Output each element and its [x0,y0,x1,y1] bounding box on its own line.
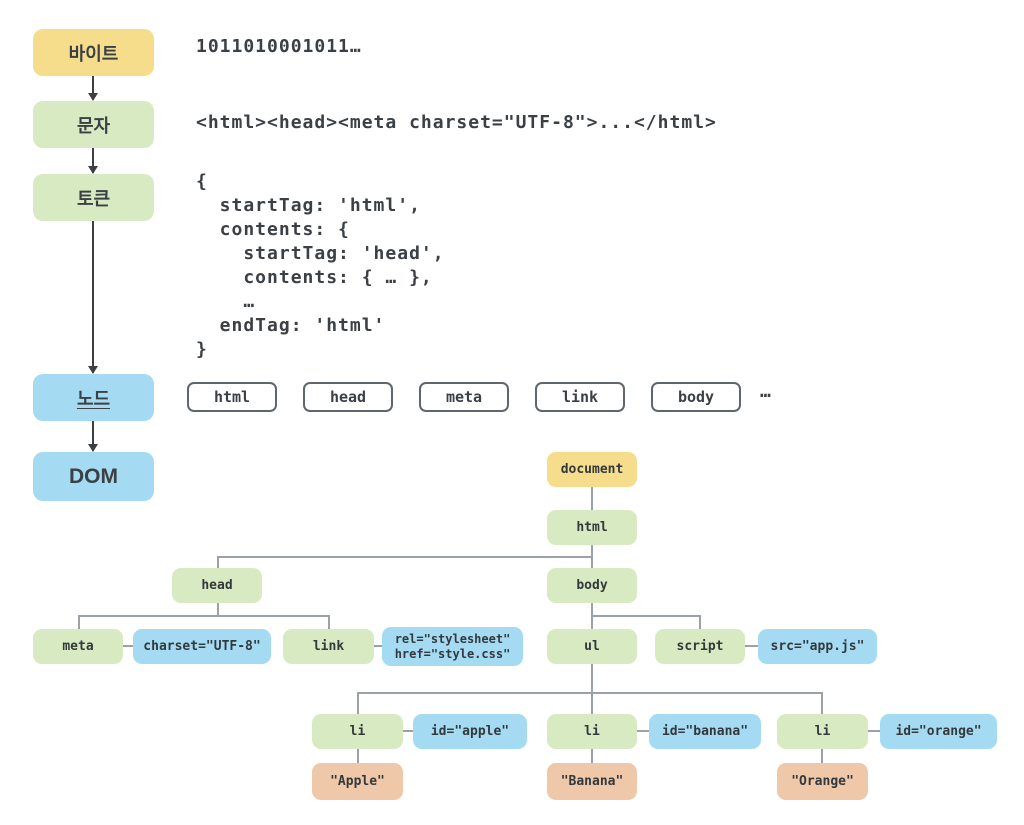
connector-li1-id [403,730,413,732]
connector-branch-li1 [357,692,359,714]
stage-nodes-box: 노드 [33,374,154,421]
tree-attr-id-banana: id="banana" [649,714,761,749]
tree-node-head: head [172,568,262,603]
connector-branch-head [217,556,219,568]
stage-nodes-label: 노드 [76,388,111,409]
connector-li3-text [821,749,823,763]
connector-branch-li2 [591,692,593,714]
tree-attr-rel: rel="stylesheet" [394,631,511,646]
connector-li2-text [591,749,593,763]
tree-node-ul: ul [547,629,637,664]
tree-node-script: script [655,629,745,664]
node-chip-body: body [651,382,741,412]
connector-head-branch [78,615,330,617]
connector-branch-link [328,615,330,629]
tree-node-link: link [283,629,374,664]
tree-text-banana: "Banana" [547,763,637,800]
connector-branch-meta [78,615,80,629]
arrow-nodes-to-dom [88,421,98,452]
connector-script-src [745,645,758,647]
tree-node-li-banana: li [547,714,637,749]
node-chip-head: head [303,382,393,412]
connector-link-rel [374,645,382,647]
tree-attr-rel-href: rel="stylesheet" href="style.css" [382,627,523,666]
connector-li3-id [868,730,880,732]
connector-branch-li3 [821,692,823,714]
stage-characters-box: 문자 [33,101,154,148]
character-stream-text: <html><head><meta charset="UTF-8">...</h… [196,112,717,133]
stage-bytes-box: 바이트 [33,29,154,76]
node-chip-meta: meta [419,382,509,412]
tree-node-li-apple: li [312,714,403,749]
connector-ul-branch [357,692,823,694]
connector-meta-charset [123,645,133,647]
tree-node-li-orange: li [777,714,868,749]
connector-li1-text [357,749,359,763]
tree-node-body: body [547,568,637,603]
connector-branch-script [699,615,701,629]
connector-html-branch [217,556,593,558]
connector-li2-id [637,730,649,732]
bytes-stream-text: 1011010001011… [196,36,362,57]
tree-attr-href: href="style.css" [394,646,511,661]
connector-head-down [217,603,219,617]
node-chip-html: html [187,382,277,412]
token-object-text: { startTag: 'html', contents: { startTag… [196,171,445,360]
connector-ul-down [591,664,593,693]
connector-document-html [591,487,593,510]
arrow-tokens-to-nodes [88,221,98,374]
tree-attr-id-apple: id="apple" [413,714,527,749]
arrow-characters-to-tokens [88,148,98,174]
tree-text-orange: "Orange" [777,763,868,800]
tree-text-apple: "Apple" [312,763,403,800]
tree-node-html: html [547,510,637,545]
node-chips-ellipsis: … [760,381,771,402]
node-chip-link: link [535,382,625,412]
arrow-bytes-to-characters [88,76,98,101]
connector-body-branch [592,615,700,617]
tree-node-meta: meta [33,629,123,664]
tree-attr-id-orange: id="orange" [880,714,997,749]
tree-node-document: document [547,452,637,487]
tree-attr-charset: charset="UTF-8" [133,629,271,664]
stage-dom-box: DOM [33,452,154,501]
tree-attr-src: src="app.js" [758,629,877,664]
stage-tokens-box: 토큰 [33,174,154,221]
